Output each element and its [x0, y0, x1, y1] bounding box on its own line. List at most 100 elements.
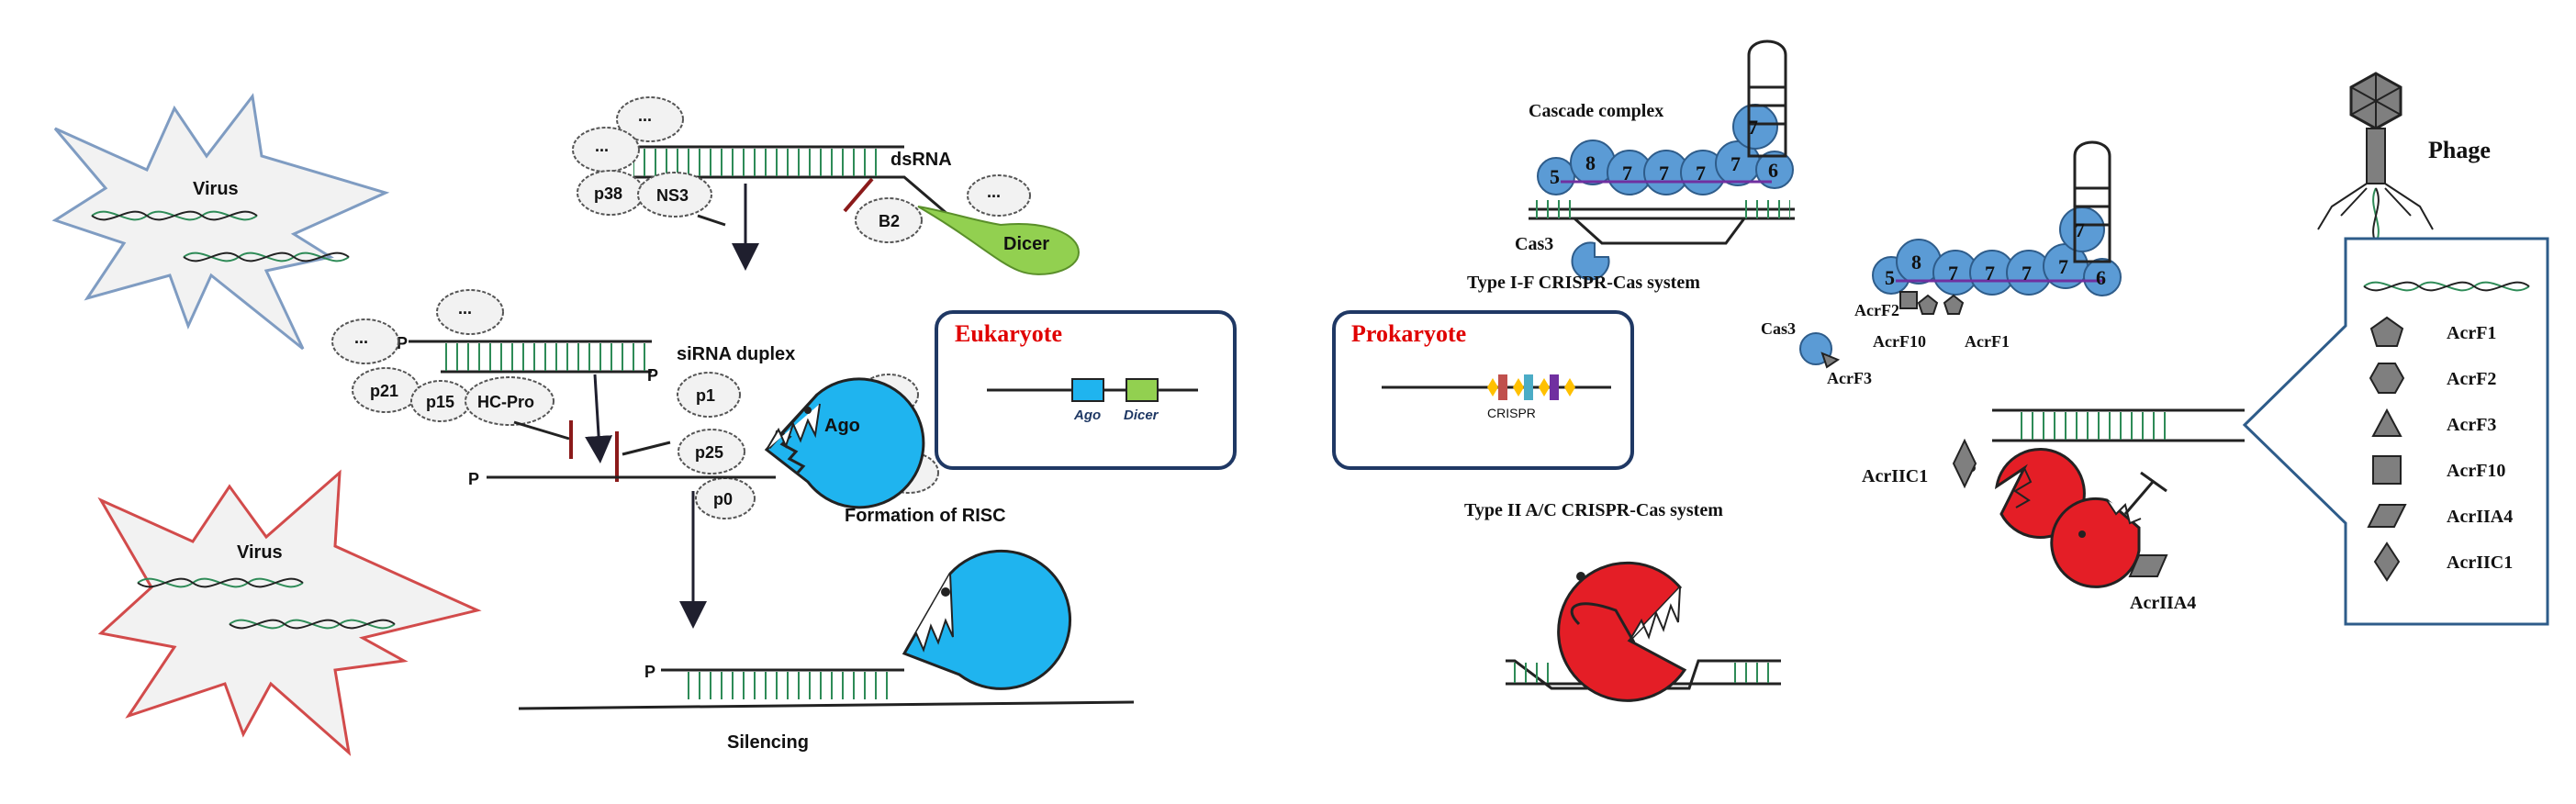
cas3-label: Cas3 — [1515, 234, 1553, 254]
cloud-p1: p1 — [677, 372, 741, 418]
cascade-complex: 5 8 7 7 7 7 7 6 — [1529, 39, 1795, 245]
legend-shape-hexagon — [2369, 363, 2405, 394]
legend-shape-pentagon — [2369, 316, 2404, 347]
svg-text:P: P — [647, 366, 658, 385]
svg-text:7: 7 — [1985, 262, 1995, 285]
sirna-duplex: P P — [397, 334, 658, 385]
legend-shape-parallelogram — [2367, 504, 2407, 528]
svg-text:...: ... — [354, 329, 368, 347]
svg-text:6: 6 — [1768, 159, 1778, 182]
acrf2-label: AcrF2 — [1854, 301, 1899, 319]
ago-gene-label: Ago — [1073, 408, 1101, 423]
svg-text:7: 7 — [1659, 162, 1669, 184]
svg-text:...: ... — [595, 137, 609, 155]
virus-dna-2 — [137, 577, 396, 630]
legend-label: AcrF3 — [2447, 415, 2496, 435]
b2-inhibit-mark — [843, 177, 874, 213]
eukaryote-title: Eukaryote — [955, 320, 1062, 347]
acrf1-label: AcrF1 — [1965, 332, 2010, 351]
cloud-p0: p0 — [695, 477, 756, 519]
svg-text:6: 6 — [2096, 266, 2106, 289]
sirna-duplex-label: siRNA duplex — [677, 344, 795, 364]
virus-label: Virus — [237, 542, 283, 563]
svg-text:7: 7 — [1948, 262, 1958, 285]
acrf3-label: AcrF3 — [1827, 369, 1872, 387]
silencing-label: Silencing — [727, 732, 809, 753]
dicer-gene-box — [1126, 378, 1159, 402]
cloud-ellipsis: ... — [436, 289, 504, 335]
legend-shape-diamond — [2373, 542, 2401, 582]
dsrna-label: dsRNA — [890, 150, 952, 170]
phage-label: Phage — [2428, 137, 2491, 163]
svg-text:...: ... — [458, 299, 472, 318]
svg-text:p1: p1 — [696, 386, 715, 405]
svg-text:...: ... — [638, 106, 652, 125]
type-ii-label: Type II A/C CRISPR-Cas system — [1464, 500, 1723, 520]
risc-label: Formation of RISC — [845, 506, 1006, 526]
hcpro-link — [513, 420, 570, 441]
legend-label: AcrF2 — [2447, 369, 2496, 389]
dsrna-duplex — [610, 145, 956, 222]
cloud-b2: B2 — [855, 197, 923, 243]
svg-text:7: 7 — [2022, 262, 2032, 285]
eukaryote-box: Eukaryote Ago Dicer — [935, 310, 1237, 470]
legend-label: AcrIIA4 — [2447, 507, 2513, 527]
svg-text:7: 7 — [1730, 152, 1741, 175]
svg-text:...: ... — [987, 183, 1001, 201]
virus-1: Virus — [51, 93, 390, 351]
cloud-p38: p38 — [577, 170, 644, 216]
acrf1-shape — [1943, 294, 1965, 315]
svg-text:P: P — [397, 334, 408, 352]
svg-text:7: 7 — [2058, 255, 2068, 278]
virus-burst-shape — [97, 469, 482, 756]
svg-text:8: 8 — [1585, 151, 1596, 174]
svg-text:P: P — [644, 663, 655, 681]
legend-label: AcrF1 — [2447, 323, 2496, 343]
ago-label: Ago — [824, 416, 860, 436]
svg-text:5: 5 — [1550, 165, 1560, 188]
virus-burst-shape — [51, 93, 390, 351]
svg-text:7: 7 — [1748, 116, 1758, 139]
legend-shape-square — [2372, 455, 2402, 485]
cloud-hcpro: HC-Pro — [465, 376, 554, 426]
svg-text:7: 7 — [1696, 162, 1706, 184]
legend-label: AcrF10 — [2447, 461, 2505, 481]
svg-text:p0: p0 — [713, 490, 733, 508]
dicer-label: Dicer — [1003, 234, 1049, 254]
acriic1-label: AcrIIC1 — [1862, 466, 1928, 486]
cas3-label-2: Cas3 — [1761, 319, 1796, 338]
svg-text:p15: p15 — [426, 393, 454, 411]
svg-text:p38: p38 — [594, 184, 622, 203]
svg-text:p21: p21 — [370, 382, 398, 400]
ns3-inhibit-mark — [697, 214, 726, 227]
acriia4-label: AcrIIA4 — [2130, 593, 2196, 613]
svg-text:5: 5 — [1885, 266, 1895, 289]
cloud-p21: p21 — [352, 367, 420, 413]
cas9-acriia4 — [2050, 471, 2168, 588]
prokaryote-box: Prokaryote CRISPR — [1332, 310, 1634, 470]
cloud-ellipsis: ... — [331, 318, 399, 364]
acrf2-shape — [1899, 291, 1918, 309]
dicer-gene-label: Dicer — [1124, 408, 1159, 423]
virus-label: Virus — [193, 179, 239, 199]
p25-link — [622, 441, 671, 456]
cloud-ellipsis: ... — [967, 174, 1031, 217]
cloud-ellipsis: ... — [616, 96, 684, 142]
svg-text:7: 7 — [2075, 218, 2085, 241]
legend-shape-triangle — [2371, 408, 2402, 437]
cas9-protein — [1506, 561, 1781, 702]
cloud-ellipsis: ... — [572, 127, 640, 173]
svg-text:p25: p25 — [695, 443, 723, 462]
legend-label: AcrIIC1 — [2447, 553, 2513, 573]
cloud-p15: p15 — [410, 380, 471, 422]
cas3-acrf3-complex — [1799, 332, 1841, 369]
cloud-ns3: NS3 — [637, 172, 712, 218]
acrf10-label: AcrF10 — [1873, 332, 1926, 351]
dicer-enzyme: Dicer — [917, 206, 1081, 275]
acrf1-shape — [1917, 294, 1939, 315]
cloud-p25: p25 — [678, 429, 745, 475]
svg-text:7: 7 — [1622, 162, 1632, 184]
cascade-label: Cascade complex — [1529, 101, 1663, 121]
